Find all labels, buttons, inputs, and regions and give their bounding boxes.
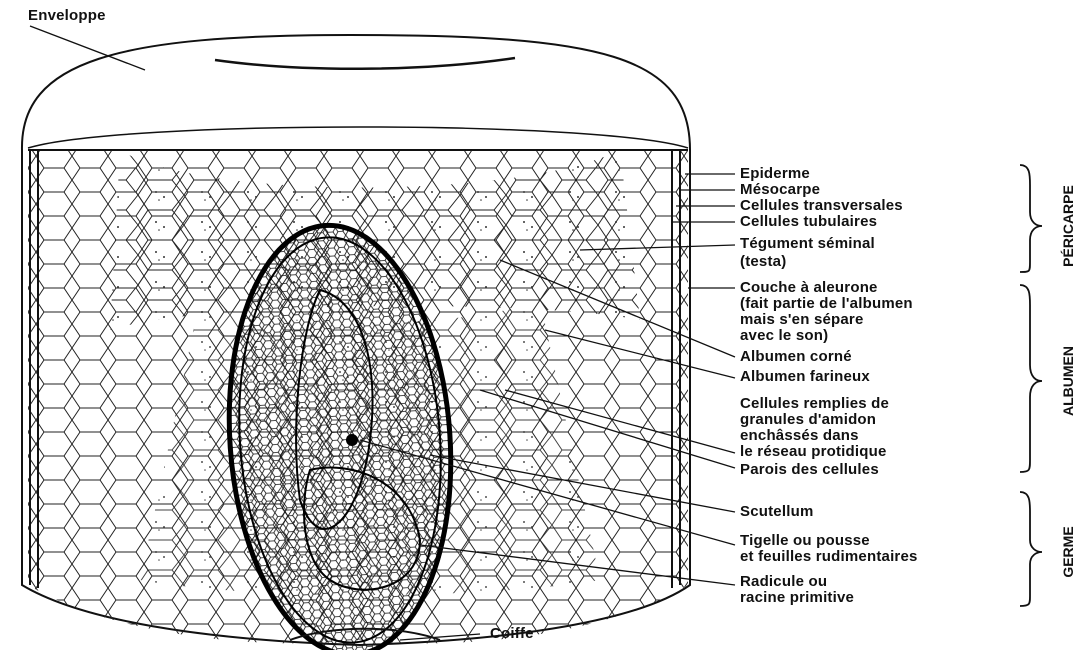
label-tigelle-2: et feuilles rudimentaires <box>740 549 918 565</box>
label-cellules-1: Cellules remplies de <box>740 396 889 412</box>
growth-point <box>346 434 358 446</box>
label-cellules-transversales: Cellules transversales <box>740 198 903 214</box>
label-parois: Parois des cellules <box>740 462 879 478</box>
label-epiderme: Epiderme <box>740 166 810 182</box>
label-cellules-4: le réseau protidique <box>740 444 887 460</box>
label-mesocarpe: Mésocarpe <box>740 182 820 198</box>
group-pericarpe: PÉRICARPE <box>1060 176 1076 276</box>
label-tegument-1: Tégument séminal <box>740 236 875 252</box>
label-aleurone-2: (fait partie de l'albumen <box>740 296 913 312</box>
label-radicule-2: racine primitive <box>740 590 854 606</box>
label-tegument-2: (testa) <box>740 254 786 270</box>
label-aleurone-1: Couche à aleurone <box>740 280 878 296</box>
label-albumen-corne: Albumen corné <box>740 349 852 365</box>
label-aleurone-3: mais s'en sépare <box>740 312 864 328</box>
label-tigelle-1: Tigelle ou pousse <box>740 533 870 549</box>
group-germe: GERME <box>1060 502 1076 602</box>
label-coiffe: Coiffe <box>490 626 534 642</box>
label-enveloppe: Enveloppe <box>28 8 106 24</box>
label-radicule-1: Radicule ou <box>740 574 827 590</box>
label-aleurone-4: avec le son) <box>740 328 828 344</box>
label-cellules-tubulaires: Cellules tubulaires <box>740 214 877 230</box>
group-albumen: ALBUMEN <box>1060 331 1076 431</box>
label-scutellum: Scutellum <box>740 504 813 520</box>
label-albumen-farineux: Albumen farineux <box>740 369 870 385</box>
group-braces <box>1020 165 1042 606</box>
label-cellules-3: enchâssés dans <box>740 428 859 444</box>
label-cellules-2: granules d'amidon <box>740 412 876 428</box>
